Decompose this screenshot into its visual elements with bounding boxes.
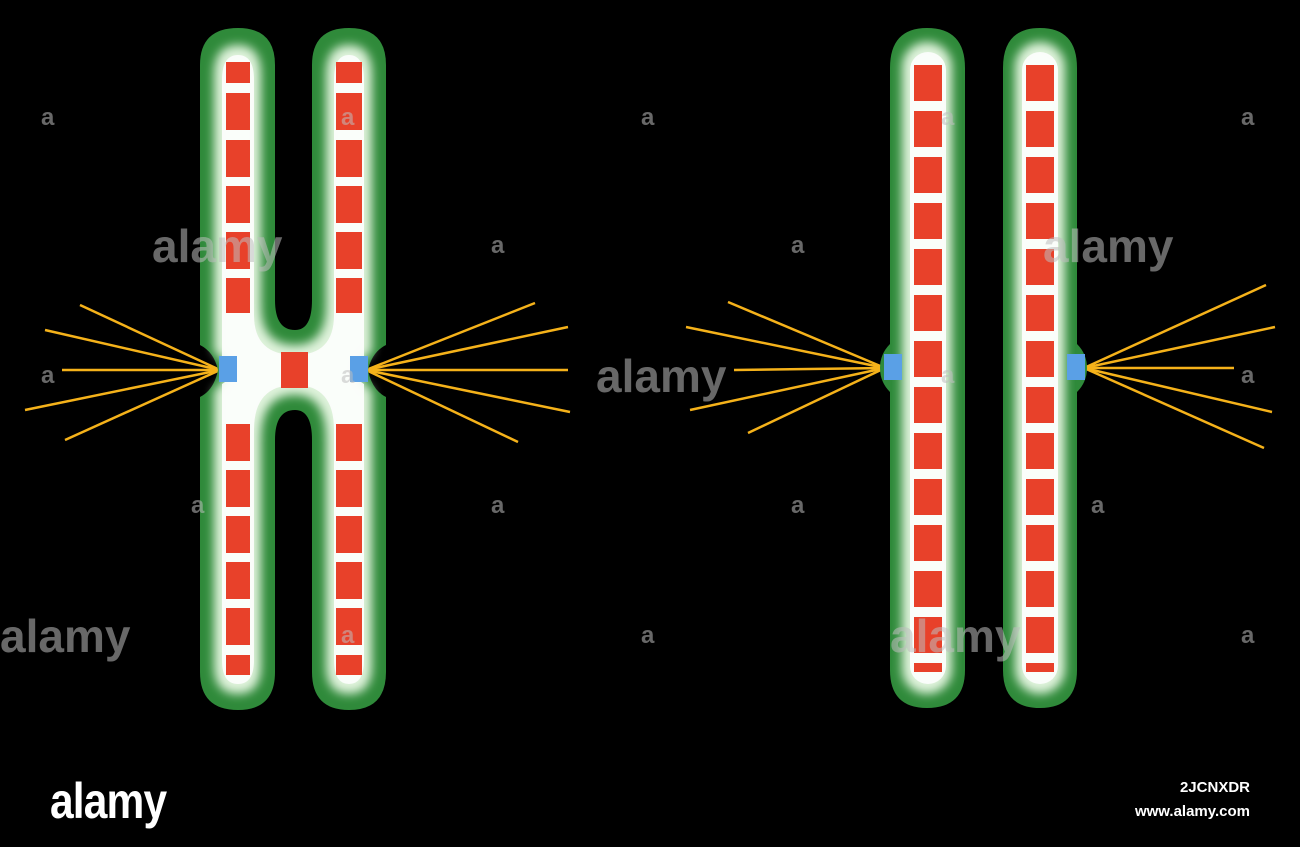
watermark-letter: a: [191, 492, 205, 519]
chromosome-band: [914, 525, 942, 561]
separated-chromosomes: [685, 28, 1276, 708]
watermark-layer: alamy alamy alamy alamy alamy a a a a a …: [0, 104, 1255, 662]
joined-chromosome: [24, 28, 571, 710]
chromosome-band: [1026, 525, 1054, 561]
centromere-band: [281, 352, 308, 388]
watermark-letter: a: [491, 232, 505, 259]
watermark-letter: a: [941, 104, 955, 131]
watermark-letter: a: [1241, 622, 1255, 649]
chromosome-band: [1026, 479, 1054, 515]
chromosome-band: [914, 663, 942, 672]
watermark-letter: a: [341, 104, 355, 131]
chromosome-band: [914, 111, 942, 147]
spindle-fibers-left-1: [24, 303, 221, 442]
bands-chromatid-2b: [1026, 65, 1054, 672]
kinetochore-left: [884, 354, 902, 380]
chromosome-band: [1026, 203, 1054, 239]
chromosome-band: [1026, 295, 1054, 331]
image-id: 2JCNXDR: [1179, 779, 1250, 796]
kinetochore-right: [1067, 354, 1085, 380]
watermark-letter: a: [341, 622, 355, 649]
chromosome-band: [914, 617, 942, 653]
spindle-fibers-right-2: [1083, 283, 1276, 450]
watermark-letter: a: [791, 232, 805, 259]
chromosome-band: [914, 203, 942, 239]
watermark-letter: a: [1091, 492, 1105, 519]
bands-chromatid-2a: [914, 65, 942, 672]
chromosome-band: [1026, 571, 1054, 607]
spindle-fibers-left-2: [685, 300, 886, 435]
site-url: www.alamy.com: [1134, 803, 1250, 820]
chromosome-band: [914, 65, 942, 101]
chromosome-band: [914, 479, 942, 515]
chromosome-band: [1026, 65, 1054, 101]
watermark-letter: a: [1241, 362, 1255, 389]
watermark-letter: a: [1241, 104, 1255, 131]
chromosome-band: [1026, 617, 1054, 653]
chromosome-band: [914, 571, 942, 607]
chromosome-band: [1026, 387, 1054, 423]
watermark-letter: a: [941, 362, 955, 389]
watermark-letter: a: [641, 104, 655, 131]
watermark-letter: a: [341, 362, 355, 389]
chromosome-band: [914, 341, 942, 377]
watermark-letter: a: [641, 622, 655, 649]
watermark-letter: a: [41, 362, 55, 389]
watermark-text: alamy: [152, 220, 283, 272]
chromosome-band: [914, 387, 942, 423]
watermark-letter: a: [791, 492, 805, 519]
chromosome-band: [914, 433, 942, 469]
watermark-text: alamy: [596, 350, 727, 402]
chromosome-band: [914, 157, 942, 193]
chromosome-band: [1026, 111, 1054, 147]
watermark-text: alamy: [0, 610, 131, 662]
chromosome-band: [1026, 663, 1054, 672]
chromosome-band: [914, 295, 942, 331]
watermark-text: alamy: [890, 610, 1021, 662]
chromosome-band: [1026, 433, 1054, 469]
chromosome-band: [914, 249, 942, 285]
watermark-letter: a: [491, 492, 505, 519]
bands-chromatid-1a: [226, 62, 250, 675]
footer-bar: [0, 757, 1300, 847]
spindle-fibers-right-1: [365, 301, 571, 444]
alamy-logo: alamy: [50, 773, 167, 829]
kinetochore-left: [219, 356, 237, 382]
chromosome-band: [1026, 341, 1054, 377]
chromosome-band: [1026, 249, 1054, 285]
bands-chromatid-1b: [336, 62, 362, 675]
watermark-letter: a: [41, 104, 55, 131]
watermark-text: alamy: [1043, 220, 1174, 272]
kinetochore-right: [350, 356, 368, 382]
chromosome-band: [1026, 157, 1054, 193]
